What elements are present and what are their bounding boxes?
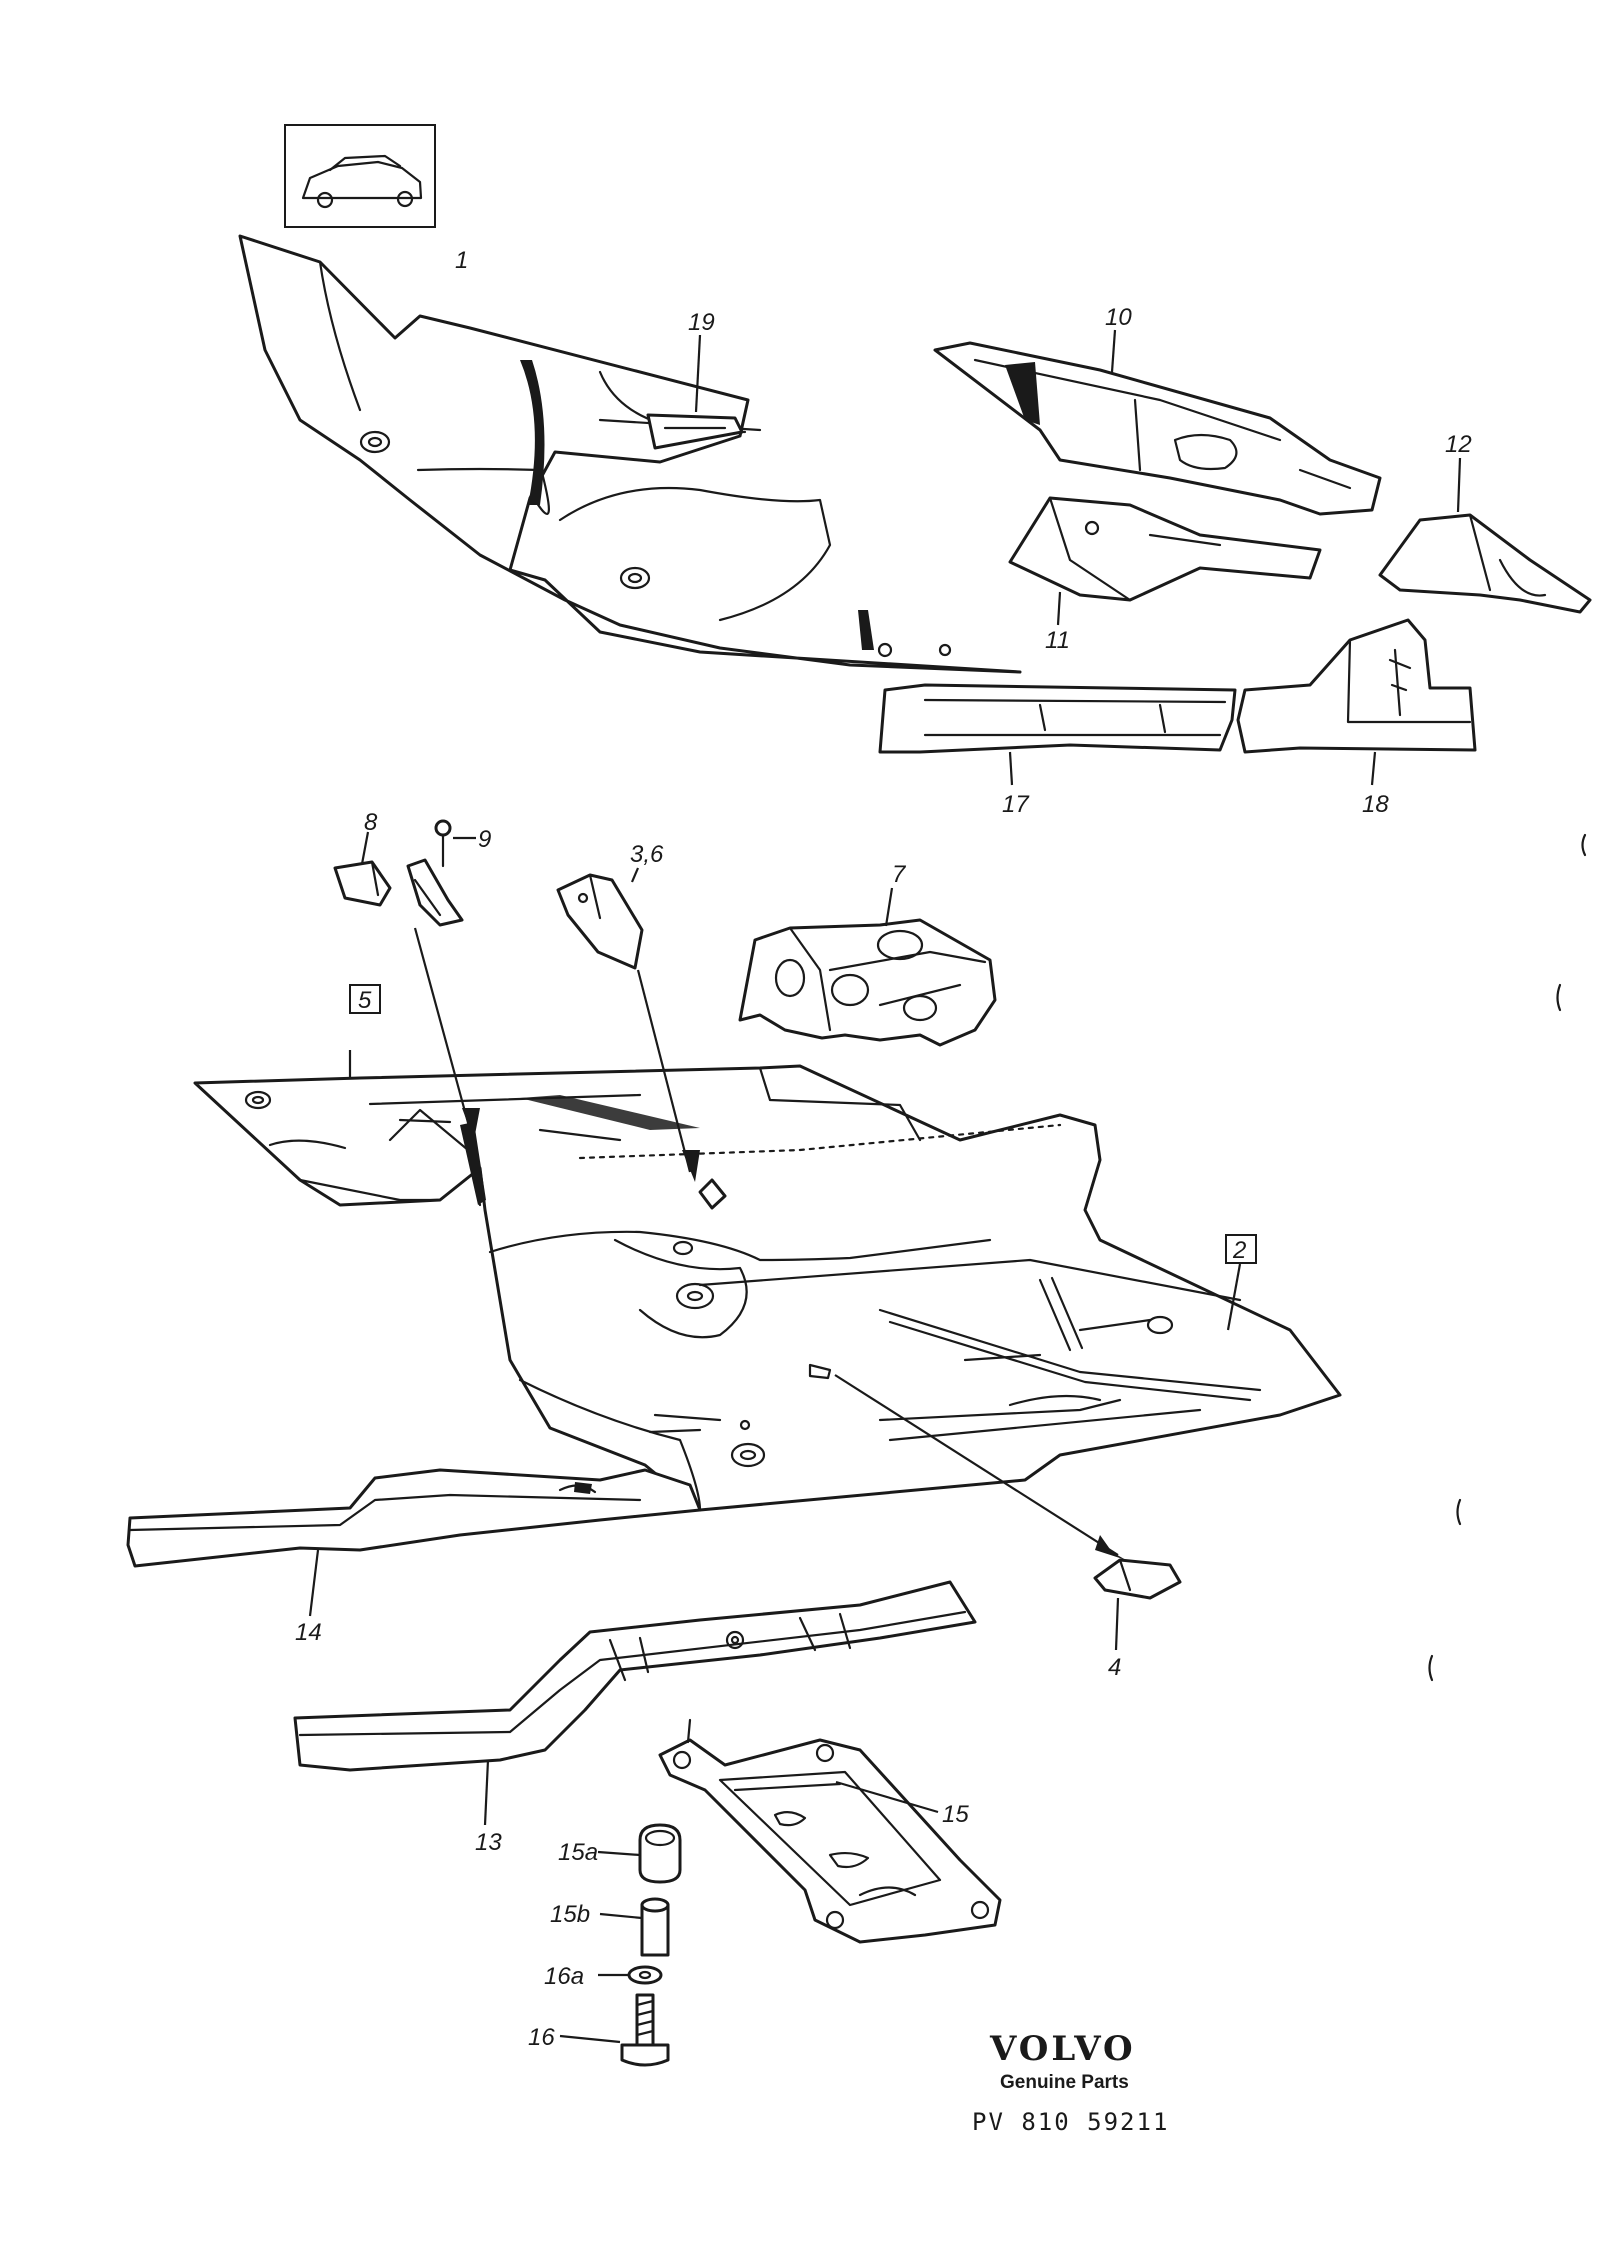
part-3-6-bracket bbox=[556, 867, 644, 970]
label-18: 18 bbox=[1362, 791, 1389, 818]
label-15a: 15a bbox=[558, 1839, 598, 1866]
part-number-code: PV 810 59211 bbox=[972, 2108, 1169, 2136]
margin-mark bbox=[1428, 1654, 1434, 1682]
label-12: 12 bbox=[1445, 431, 1472, 458]
label-16: 16 bbox=[528, 2024, 555, 2051]
part-10-rail bbox=[933, 329, 1382, 516]
label-4: 4 bbox=[1108, 1654, 1121, 1681]
part-7-support bbox=[738, 887, 997, 1047]
brand-subtitle: Genuine Parts bbox=[1000, 2072, 1129, 2093]
label-3-6: 3,6 bbox=[630, 841, 664, 868]
part-15b-spacer bbox=[599, 1897, 670, 1957]
part-17-sill bbox=[878, 683, 1237, 786]
part-13-rail bbox=[293, 1580, 977, 1826]
margin-mark bbox=[1556, 983, 1562, 1012]
vehicle-thumbnail bbox=[284, 124, 436, 228]
label-1: 1 bbox=[455, 247, 468, 274]
part-2-callout bbox=[1225, 1234, 1257, 1331]
label-15: 15 bbox=[942, 1801, 969, 1828]
part-16a-washer bbox=[598, 1965, 663, 1985]
label-14: 14 bbox=[295, 1619, 322, 1646]
part-11-bracket bbox=[1008, 496, 1322, 626]
assembly-arrows bbox=[413, 927, 1126, 1560]
label-17: 17 bbox=[1002, 791, 1030, 818]
brand-logo: VOLVO bbox=[989, 2029, 1136, 2069]
label-13: 13 bbox=[475, 1829, 502, 1856]
label-19: 19 bbox=[688, 309, 715, 336]
label-11: 11 bbox=[1045, 627, 1070, 654]
part-15-bracket bbox=[658, 1738, 1002, 1944]
margin-mark bbox=[1456, 1498, 1462, 1526]
margin-mark bbox=[1581, 833, 1587, 857]
part-12-bracket bbox=[1378, 457, 1592, 614]
part-15a-bushing bbox=[597, 1718, 692, 1884]
label-9: 9 bbox=[478, 826, 491, 853]
label-7: 7 bbox=[892, 861, 907, 888]
label-15b: 15b bbox=[550, 1901, 590, 1928]
part-1-wheelhouse-panel bbox=[238, 234, 1022, 674]
part-16-bolt bbox=[559, 1993, 670, 2067]
label-10: 10 bbox=[1105, 304, 1132, 331]
label-5: 5 bbox=[358, 987, 372, 1014]
part-2-floor-panel bbox=[193, 1064, 1342, 1512]
part-8-clip bbox=[333, 831, 392, 907]
part-14-rail bbox=[126, 1468, 702, 1617]
label-8: 8 bbox=[364, 809, 378, 836]
label-16a: 16a bbox=[544, 1963, 584, 1990]
label-2: 2 bbox=[1232, 1237, 1246, 1264]
part-5-callout bbox=[348, 984, 381, 1078]
part-18-sill-end bbox=[1236, 618, 1477, 786]
part-4-clip bbox=[1093, 1558, 1182, 1651]
part-19-bracket bbox=[646, 334, 744, 450]
part-9-screw bbox=[406, 819, 476, 927]
